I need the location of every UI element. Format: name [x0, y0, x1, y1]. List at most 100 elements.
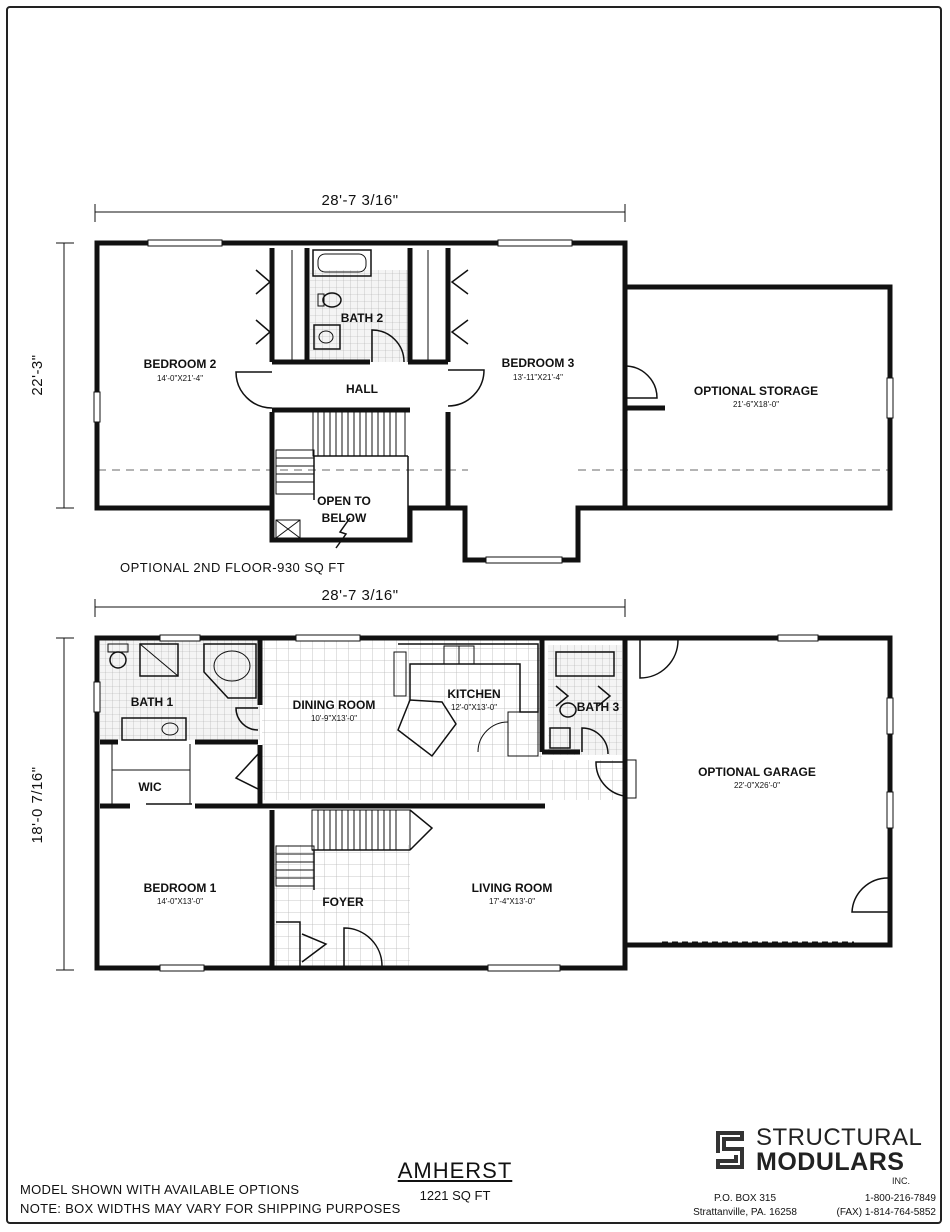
lower-exterior-wall [94, 635, 628, 971]
window [497, 239, 573, 247]
storage-label: OPTIONAL STORAGE [694, 384, 818, 398]
lower-width-dimension: 28'-7 3/16" [94, 587, 626, 617]
company-city: Strattanville, PA. 16258 [693, 1207, 797, 1218]
window [487, 964, 561, 972]
upper-stairs [275, 411, 409, 549]
company-name-line2: MODULARS [756, 1148, 905, 1176]
bedroom1-door [234, 751, 261, 791]
living-room-label: LIVING ROOM [472, 881, 553, 895]
window [93, 681, 101, 713]
company-name-line1: STRUCTURAL [756, 1124, 923, 1151]
window [295, 634, 361, 642]
upper-floor-plan: 28'-7 3/16" 22'-3" [29, 192, 894, 575]
garage-size: 22'-0"X26'-0" [734, 781, 780, 790]
kitchen-label: KITCHEN [447, 687, 500, 701]
vanity-icon [121, 717, 187, 741]
note-line-1: MODEL SHOWN WITH AVAILABLE OPTIONS [20, 1182, 300, 1197]
bath1-door [235, 707, 259, 731]
window [777, 634, 819, 642]
sheet-border [6, 6, 942, 1224]
window [159, 634, 201, 642]
bath1-label: BATH 1 [131, 695, 174, 709]
model-name: AMHERST [397, 1158, 513, 1183]
front-door [343, 927, 383, 967]
window [485, 556, 563, 564]
living-room-size: 17'-4"X13'-0" [489, 897, 535, 906]
upper-floor-caption: OPTIONAL 2ND FLOOR-930 SQ FT [120, 560, 345, 575]
bath1-tile-floor [100, 640, 260, 740]
bath3-tile-floor [548, 645, 622, 755]
open-to-below-line2: BELOW [322, 511, 367, 525]
company-phone: 1-800-216-7849 [864, 1193, 936, 1204]
window [93, 391, 101, 423]
storage-door [624, 365, 658, 399]
model-title-block: AMHERST 1221 SQ FT [380, 1158, 530, 1203]
company-po-box: P.O. BOX 315 [713, 1193, 777, 1204]
pantry-icon [507, 711, 539, 757]
closet-door-symbol [450, 269, 469, 295]
company-logo-icon [716, 1131, 744, 1169]
company-fax: (FAX) 1-814-764-5852 [836, 1207, 936, 1218]
kitchen-island [397, 699, 457, 758]
bath2-tile-floor [310, 270, 408, 362]
upper-depth-dimension: 22'-3" [29, 242, 74, 509]
dining-room-size: 10'-9"X13'-0" [311, 714, 357, 723]
shower-icon [139, 643, 179, 677]
sink-icon [549, 727, 571, 749]
storage-size: 21'-6"X18'-0" [733, 400, 779, 409]
lower-stairs [275, 809, 434, 890]
notes: MODEL SHOWN WITH AVAILABLE OPTIONS NOTE:… [20, 1180, 401, 1218]
upper-depth-label: 22'-3" [29, 354, 46, 395]
bathtub-icon [312, 249, 372, 277]
toilet-icon [559, 702, 577, 718]
bath2-label: BATH 2 [341, 311, 384, 325]
bath3-label: BATH 3 [577, 700, 620, 714]
open-to-below-line1: OPEN TO [317, 494, 371, 508]
foyer-label: FOYER [322, 895, 364, 909]
company-phones: 1-800-216-7849 (FAX) 1-814-764-5852 [812, 1192, 936, 1220]
bath3-door [581, 727, 609, 755]
lower-depth-label: 18'-0 7/16" [29, 766, 46, 843]
window [159, 964, 205, 972]
hall-label: HALL [346, 382, 378, 396]
garage-side-door [851, 877, 889, 913]
model-sqft: 1221 SQ FT [419, 1188, 491, 1203]
garage-entry-door [595, 761, 625, 797]
toilet-icon [322, 292, 342, 308]
lower-width-label: 28'-7 3/16" [321, 587, 398, 604]
closet-door-symbol [450, 319, 469, 345]
upper-width-label: 28'-7 3/16" [321, 192, 398, 209]
corner-tub-icon [203, 643, 257, 699]
garage-service-door [639, 639, 679, 679]
closet-door-symbol [255, 319, 272, 345]
bedroom1-size: 14'-0"X13'-0" [157, 897, 203, 906]
dining-room-label: DINING ROOM [293, 698, 376, 712]
window [886, 377, 894, 419]
bedroom3-size: 13'-11"X21'-4" [513, 373, 563, 382]
sink-icon [313, 324, 341, 350]
bedroom2-label: BEDROOM 2 [144, 357, 217, 371]
lower-depth-dimension: 18'-0 7/16" [29, 637, 74, 971]
foyer-tile [274, 845, 410, 967]
bath2-door [371, 329, 405, 363]
garage-exterior-wall [625, 635, 893, 948]
lower-floor-plan: 28'-7 3/16" 18'-0 7/16" [29, 587, 894, 972]
closet-door-symbol [255, 269, 272, 295]
kitchen-size: 12'-0"X13'-0" [451, 703, 497, 712]
refrigerator-icon [393, 651, 407, 697]
window [147, 239, 223, 247]
company-inc: INC. [892, 1176, 910, 1186]
bedroom3-door [447, 369, 485, 407]
bedroom2-size: 14'-0"X21'-4" [157, 374, 203, 383]
garage-label: OPTIONAL GARAGE [698, 765, 816, 779]
note-line-2: NOTE: BOX WIDTHS MAY VARY FOR SHIPPING P… [20, 1201, 401, 1216]
bedroom1-label: BEDROOM 1 [144, 881, 217, 895]
bedroom2-door [235, 371, 273, 409]
company-address: P.O. BOX 315 Strattanville, PA. 16258 [680, 1192, 810, 1220]
foyer-closet [276, 921, 301, 968]
bedroom3-label: BEDROOM 3 [502, 356, 575, 370]
vanity-icon [555, 651, 615, 677]
window [886, 791, 894, 829]
window [886, 697, 894, 735]
